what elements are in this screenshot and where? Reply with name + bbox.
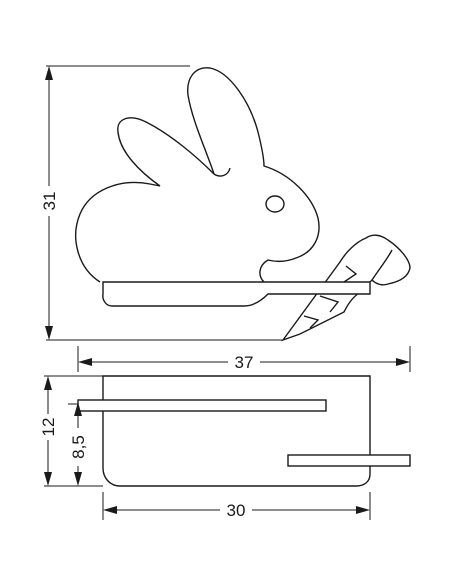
back-panel-outline	[102, 375, 371, 487]
top-view	[77, 375, 411, 487]
shelf-board-front	[102, 281, 371, 307]
dimension-height: 31	[40, 65, 283, 341]
bunny-silhouette	[75, 67, 320, 283]
carrot-notch-2	[319, 295, 340, 313]
bunny-ear-line	[213, 167, 231, 177]
carrot-leaf	[371, 249, 393, 281]
height-label: 31	[40, 192, 59, 211]
carrot-notch-1	[343, 265, 358, 283]
lower-shelf-top	[287, 454, 411, 467]
dimension-depth: 12	[38, 375, 103, 487]
dimension-width: 37	[77, 346, 411, 372]
depth-label: 12	[39, 418, 58, 437]
front-view	[75, 67, 411, 342]
dimension-shelf-depth: 8,5	[68, 402, 88, 486]
bunny-eye	[265, 195, 285, 213]
back-width-label: 30	[227, 501, 246, 520]
upper-shelf-top	[77, 399, 327, 412]
dimension-back-width: 30	[102, 492, 371, 520]
carrot-notch-3	[303, 315, 320, 329]
width-label: 37	[235, 353, 254, 372]
shelf-depth-label: 8,5	[69, 435, 88, 459]
